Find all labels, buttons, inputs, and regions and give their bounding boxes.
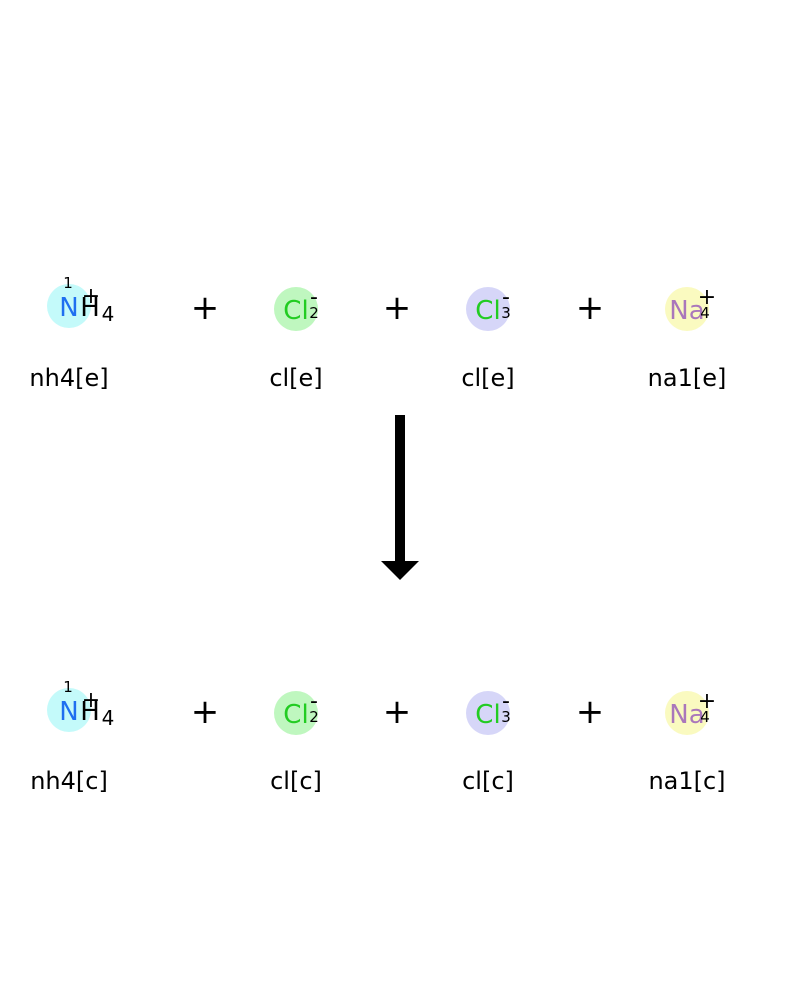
atom-map-number: 1 bbox=[63, 678, 73, 696]
element-symbol: Cl bbox=[475, 700, 500, 730]
atom-highlight bbox=[274, 287, 318, 331]
atom-map-number: 4 bbox=[700, 304, 710, 322]
hydrogen-symbol: H bbox=[80, 293, 100, 323]
species-label: cl[e] bbox=[269, 364, 322, 392]
atom-highlight bbox=[466, 691, 510, 735]
species-label: cl[e] bbox=[461, 364, 514, 392]
atom-highlight bbox=[47, 688, 91, 732]
element-symbol: N bbox=[59, 697, 78, 727]
species-label: na1[e] bbox=[648, 364, 727, 392]
ion-charge: + bbox=[82, 688, 100, 713]
element-symbol: Na bbox=[669, 700, 704, 730]
reaction-arrow-head bbox=[381, 561, 419, 580]
element-symbol: Cl bbox=[283, 700, 308, 730]
species-label: cl[c] bbox=[270, 767, 322, 795]
species-na1-e: Na4+ na1[e] bbox=[648, 285, 727, 392]
ion-charge: + bbox=[82, 284, 100, 309]
atom-map-number: 3 bbox=[501, 304, 511, 322]
plus-sign: + bbox=[576, 692, 605, 732]
ion-charge: - bbox=[502, 689, 510, 714]
species-label: cl[c] bbox=[462, 767, 514, 795]
plus-sign: + bbox=[191, 288, 220, 328]
element-symbol: N bbox=[59, 293, 78, 323]
atom-map-number: 2 bbox=[309, 708, 319, 726]
hydrogen-count: 4 bbox=[102, 302, 115, 326]
reaction-arrow bbox=[381, 415, 419, 580]
ion-charge: - bbox=[310, 285, 318, 310]
reaction-arrow-shaft bbox=[395, 415, 405, 562]
hydrogen-count: 4 bbox=[102, 706, 115, 730]
atom-highlight bbox=[665, 691, 709, 735]
species-label: nh4[e] bbox=[29, 364, 108, 392]
ion-charge: - bbox=[310, 689, 318, 714]
element-symbol: Na bbox=[669, 296, 704, 326]
atom-highlight bbox=[665, 287, 709, 331]
products-plus-signs: + + + bbox=[191, 692, 605, 732]
atom-highlight bbox=[466, 287, 510, 331]
plus-sign: + bbox=[191, 692, 220, 732]
element-symbol: Cl bbox=[475, 296, 500, 326]
ion-charge: + bbox=[698, 285, 716, 310]
plus-sign: + bbox=[383, 692, 412, 732]
reactants-plus-signs: + + + bbox=[191, 288, 605, 328]
hydrogen-symbol: H bbox=[80, 697, 100, 727]
species-label: nh4[c] bbox=[30, 767, 108, 795]
atom-highlight bbox=[274, 691, 318, 735]
species-na1-c: Na4+ na1[c] bbox=[648, 689, 725, 795]
atom-map-number: 2 bbox=[309, 304, 319, 322]
atom-map-number: 4 bbox=[700, 708, 710, 726]
ion-charge: + bbox=[698, 689, 716, 714]
plus-sign: + bbox=[383, 288, 412, 328]
plus-sign: + bbox=[576, 288, 605, 328]
species-label: na1[c] bbox=[648, 767, 725, 795]
atom-highlight bbox=[47, 284, 91, 328]
atom-map-number: 3 bbox=[501, 708, 511, 726]
element-symbol: Cl bbox=[283, 296, 308, 326]
atom-map-number: 1 bbox=[63, 274, 73, 292]
ion-charge: - bbox=[502, 285, 510, 310]
